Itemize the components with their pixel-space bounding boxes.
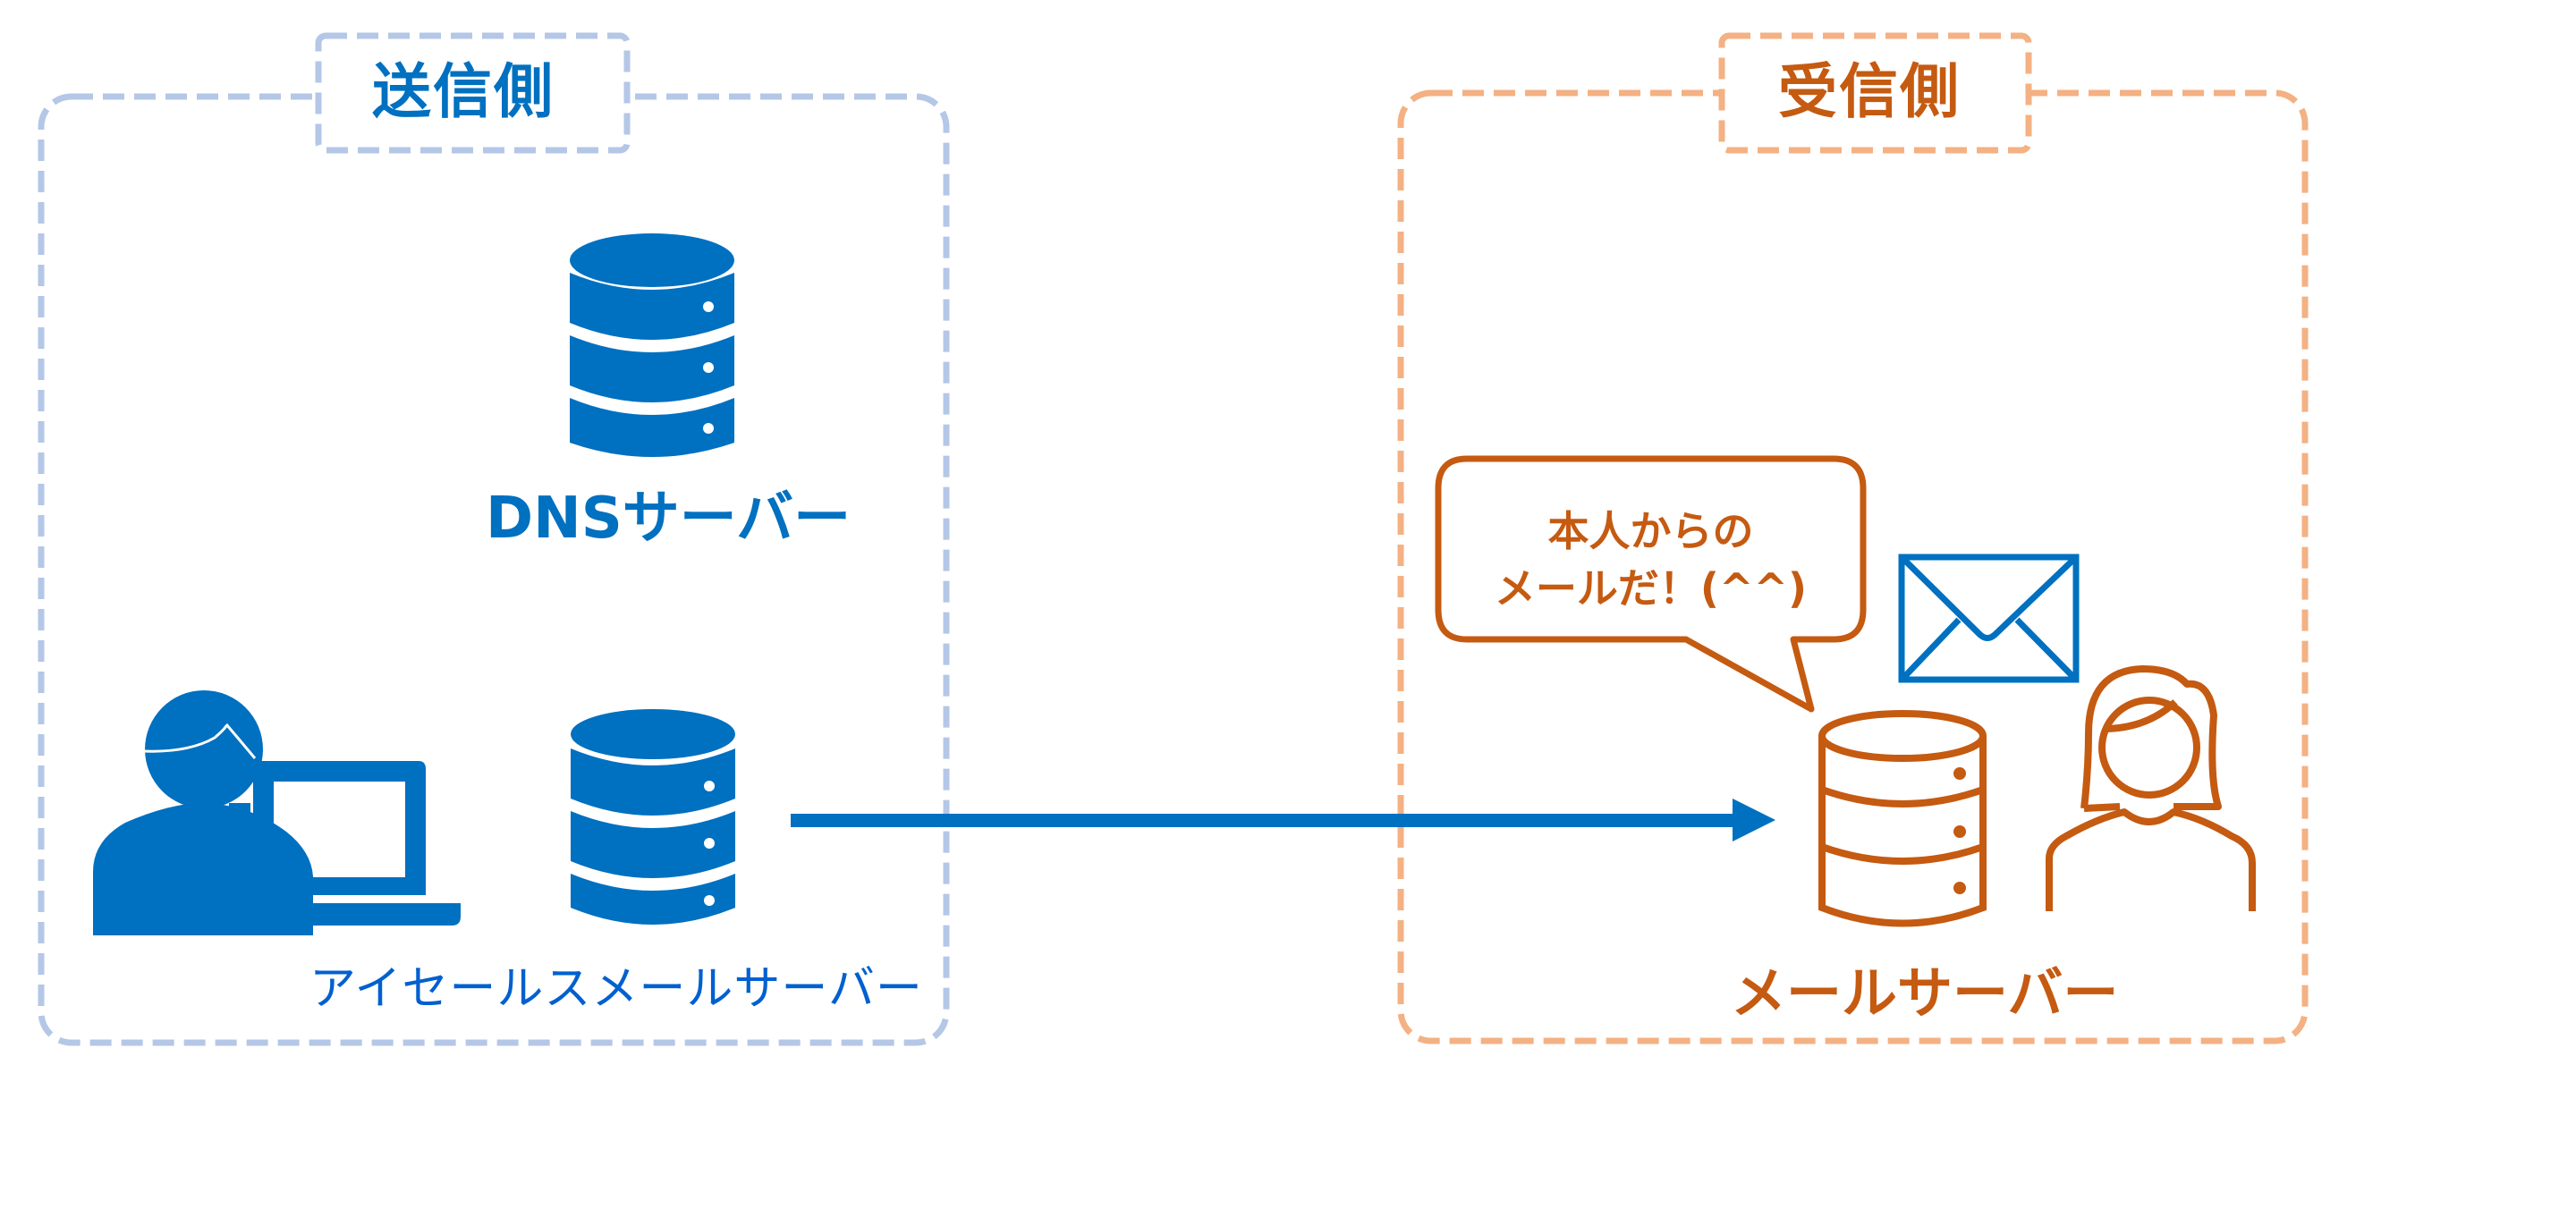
arrow-shaft [791, 814, 1735, 827]
speech-bubble-line-1: 本人からの [1547, 507, 1754, 555]
receiver-title: 受信側 [1778, 57, 1961, 126]
user-with-laptop-icon [93, 690, 461, 935]
sender-mail-server-database-icon [571, 709, 735, 925]
sender-mail-server-label: アイセールスメールサーバー [309, 962, 923, 1016]
envelope-icon [1898, 554, 2080, 683]
receiver-mail-server-label: メールサーバー [1731, 960, 2119, 1026]
mail-flow-arrow [791, 799, 1775, 841]
dns-server-label: DNSサーバー [486, 486, 852, 552]
speech-bubble [1435, 455, 1867, 713]
dns-server-database-icon [570, 233, 734, 457]
speech-bubble-text: 本人からの メールだ！(^^) [1438, 503, 1863, 617]
arrow-head [1733, 799, 1775, 841]
woman-user-icon [2046, 665, 2256, 911]
sender-title-frame [315, 32, 631, 154]
receiver-title-frame [1718, 32, 2032, 154]
receiver-mail-server-database-icon [1818, 710, 1987, 927]
speech-bubble-line-2: メールだ！(^^) [1494, 564, 1808, 613]
sender-title: 送信側 [372, 57, 555, 126]
